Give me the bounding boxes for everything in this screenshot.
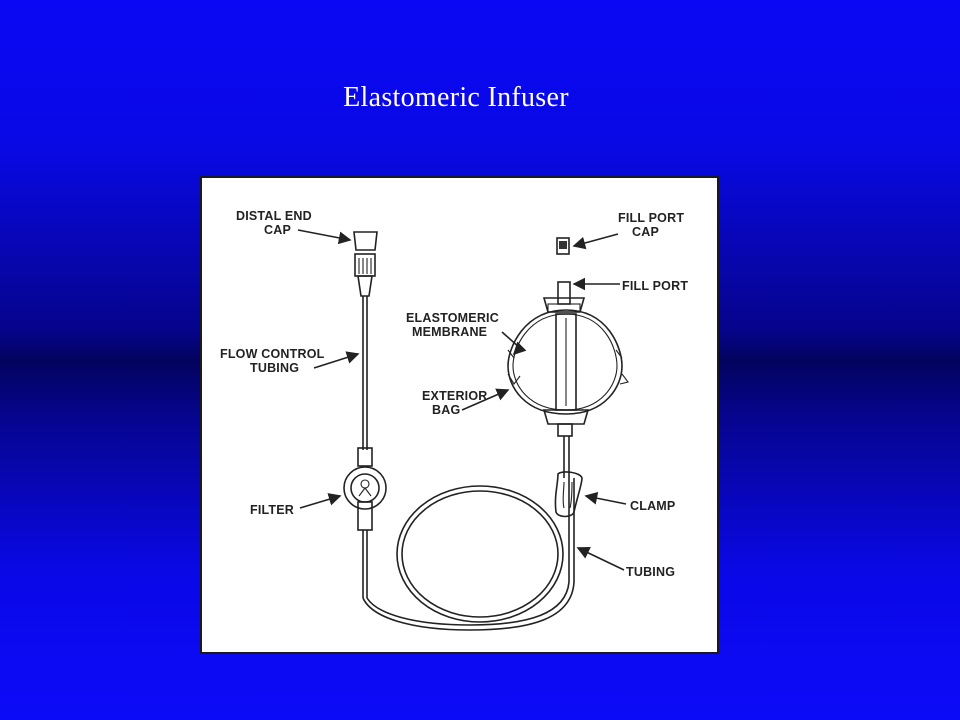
slide-title: Elastomeric Infuser	[343, 82, 569, 113]
clamp	[554, 471, 583, 518]
svg-text:CLAMP: CLAMP	[630, 499, 675, 513]
fill-port-cap	[556, 237, 570, 255]
flow-control-tubing	[362, 296, 368, 450]
filter	[343, 447, 387, 598]
svg-text:DISTAL END: DISTAL END	[236, 209, 312, 223]
distal-end-cap	[353, 231, 378, 297]
label-clamp: CLAMP	[584, 491, 675, 513]
svg-text:TUBING: TUBING	[626, 565, 675, 579]
svg-text:BAG: BAG	[432, 403, 460, 417]
tubing-coil	[362, 478, 575, 631]
svg-text:TUBING: TUBING	[250, 361, 299, 375]
svg-text:ELASTOMERIC: ELASTOMERIC	[406, 311, 499, 325]
svg-text:CAP: CAP	[264, 223, 291, 237]
svg-text:CAP: CAP	[632, 225, 659, 239]
fill-port	[542, 281, 586, 313]
label-tubing: TUBING	[576, 547, 675, 579]
label-flow-control-tubing: FLOW CONTROL TUBING	[220, 347, 360, 375]
label-distal-end-cap: DISTAL END CAP	[236, 209, 352, 245]
label-fill-port-cap: FILL PORT CAP	[572, 211, 684, 250]
svg-text:FILTER: FILTER	[250, 503, 294, 517]
svg-text:FILL PORT: FILL PORT	[622, 279, 688, 293]
infuser-diagram-panel: DISTAL END CAP FLOW CONTROL TUBING FILTE…	[200, 176, 719, 654]
label-fill-port: FILL PORT	[572, 277, 688, 293]
svg-text:MEMBRANE: MEMBRANE	[412, 325, 487, 339]
bag-outlet-connector	[542, 409, 590, 478]
svg-text:FLOW CONTROL: FLOW CONTROL	[220, 347, 325, 361]
svg-text:FILL PORT: FILL PORT	[618, 211, 684, 225]
label-filter: FILTER	[250, 493, 342, 517]
label-elastomeric-membrane: ELASTOMERIC MEMBRANE	[406, 311, 527, 356]
infuser-diagram: DISTAL END CAP FLOW CONTROL TUBING FILTE…	[220, 209, 688, 631]
svg-text:EXTERIOR: EXTERIOR	[422, 389, 488, 403]
elastomeric-membrane-bag	[507, 309, 629, 415]
label-exterior-bag: EXTERIOR BAG	[422, 388, 510, 417]
